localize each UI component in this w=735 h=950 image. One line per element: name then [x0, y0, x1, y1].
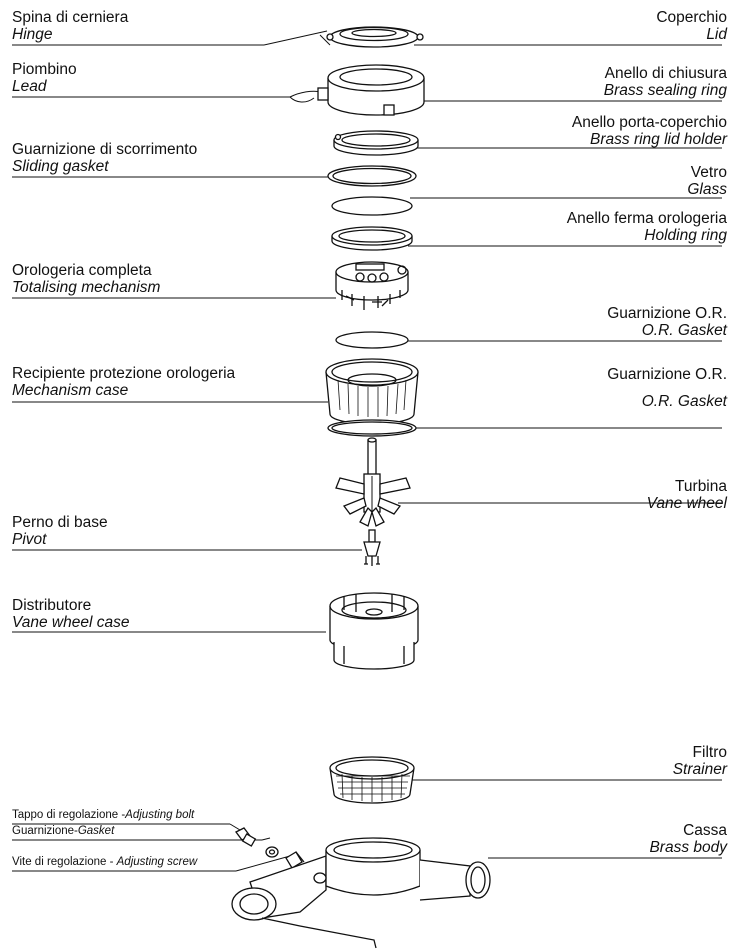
adjusting-screw-part	[285, 851, 305, 869]
adjusting-bolt-part	[235, 827, 257, 847]
strainer-part	[329, 756, 415, 804]
small-gasket-part	[265, 846, 279, 858]
label-gasket: Guarnizione-Gasket	[12, 825, 115, 837]
or-gasket-1-part	[335, 331, 409, 349]
sealing-ring-part	[317, 64, 425, 116]
pivot-part	[363, 529, 381, 566]
glass-part	[331, 196, 413, 216]
lid-holder-part	[333, 130, 419, 156]
label-adjusting-screw: Vite di regolazione - Adjusting screw	[12, 856, 198, 868]
brass-body-part	[231, 837, 491, 949]
leader-lines	[12, 30, 722, 872]
mechanism-case-part	[325, 358, 419, 437]
holding-ring-part	[331, 226, 413, 251]
label-adjusting-bolt: Tappo di regolazione -Adjusting bolt	[12, 809, 195, 821]
label-or-gasket-2: Guarnizione O.R.O.R. Gasket	[607, 366, 727, 411]
vane-wheel-part	[335, 437, 411, 527]
distributor-part	[329, 592, 419, 670]
label-or-gasket-1: Guarnizione O.R.O.R. Gasket	[607, 305, 727, 340]
lid-part	[326, 26, 424, 48]
sliding-gasket-part	[327, 165, 417, 187]
totalising-mechanism-part	[335, 261, 409, 310]
